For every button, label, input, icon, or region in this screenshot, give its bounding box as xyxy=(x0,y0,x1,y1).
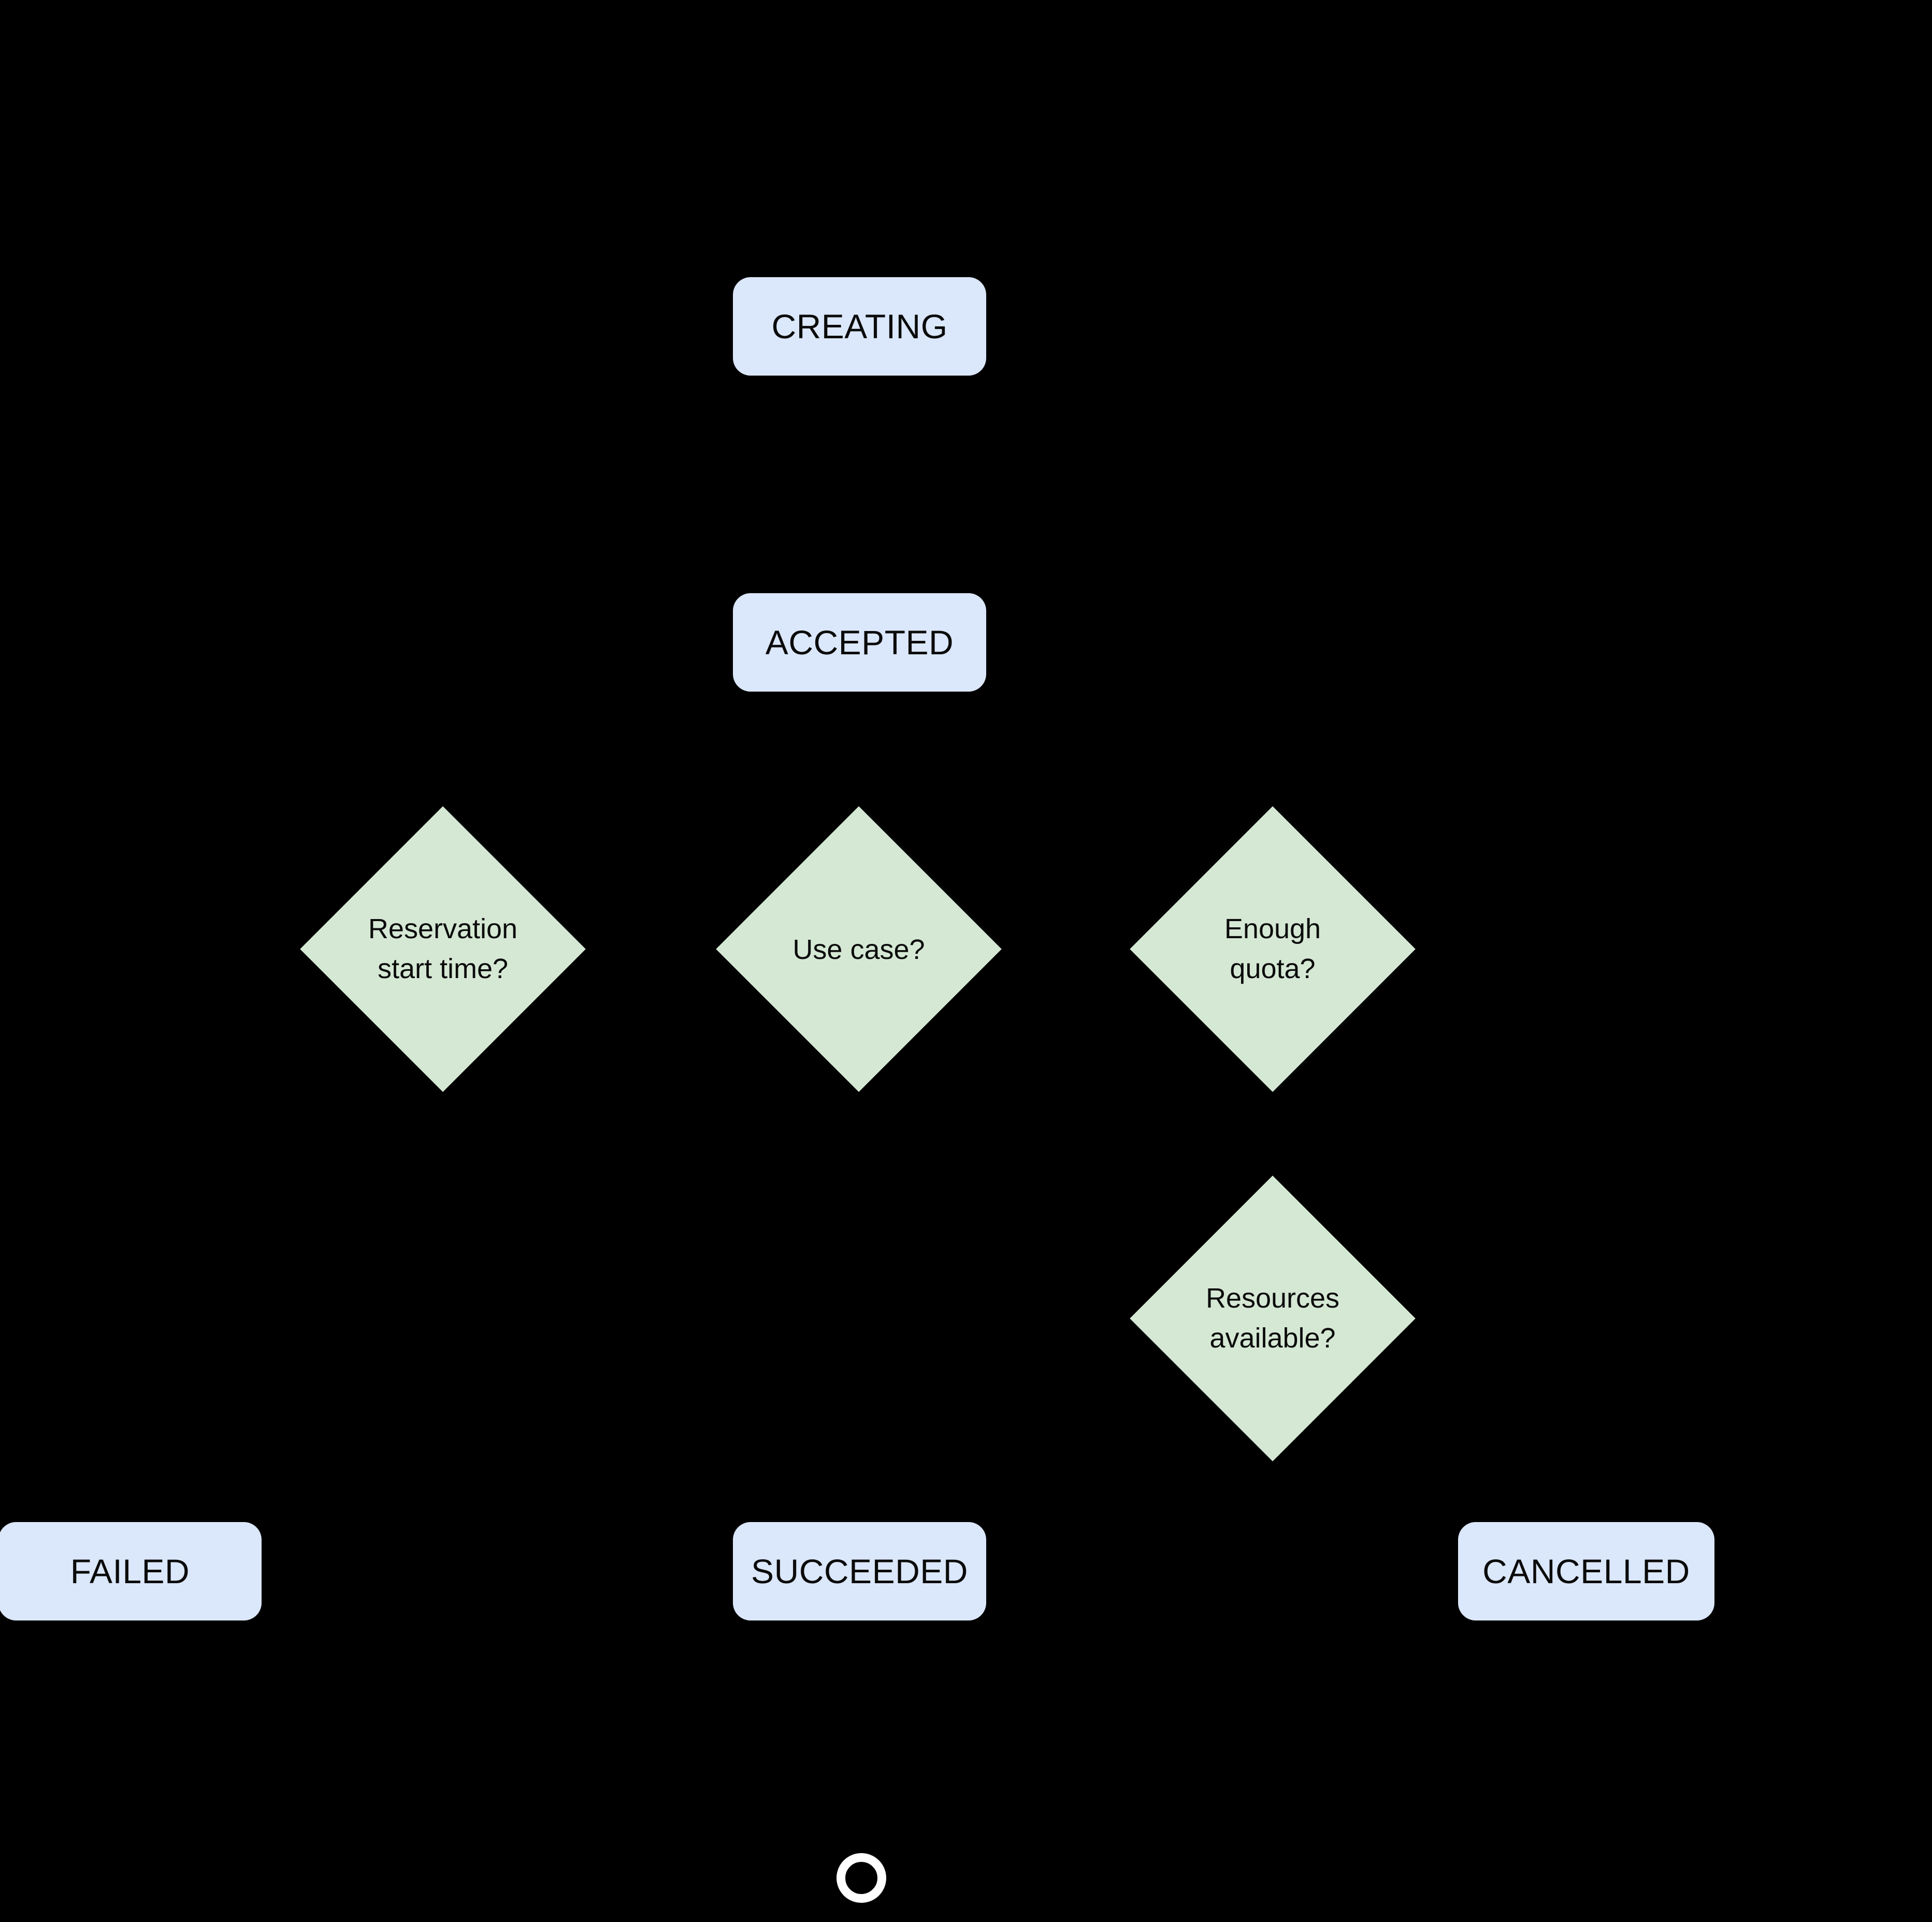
state-node-accepted[interactable]: ACCEPTED xyxy=(733,593,986,692)
state-node-failed[interactable]: FAILED xyxy=(0,1522,262,1620)
state-node-creating[interactable]: CREATING xyxy=(733,277,986,376)
state-label-cancelled: CANCELLED xyxy=(1482,1552,1690,1590)
edge-accepted-to-reservation-start-time xyxy=(441,692,862,848)
state-node-succeeded[interactable]: SUCCEEDED xyxy=(733,1522,986,1620)
state-label-creating: CREATING xyxy=(771,307,948,346)
state-label-failed: FAILED xyxy=(70,1552,190,1590)
end-terminator-circle-icon xyxy=(837,1853,886,1903)
decision-node-use-case[interactable] xyxy=(716,806,1002,1092)
edge-accepted-to-enough-quota xyxy=(858,692,1275,848)
state-node-cancelled[interactable]: CANCELLED xyxy=(1458,1522,1714,1620)
state-label-accepted: ACCEPTED xyxy=(765,623,954,662)
state-label-succeeded: SUCCEEDED xyxy=(751,1552,968,1590)
decision-node-enough-quota[interactable] xyxy=(1130,806,1416,1092)
decision-node-reservation-start-time[interactable] xyxy=(300,806,586,1092)
decision-node-resources-available[interactable] xyxy=(1130,1175,1416,1461)
edge-resources-available-to-cancelled xyxy=(1271,1419,1585,1524)
